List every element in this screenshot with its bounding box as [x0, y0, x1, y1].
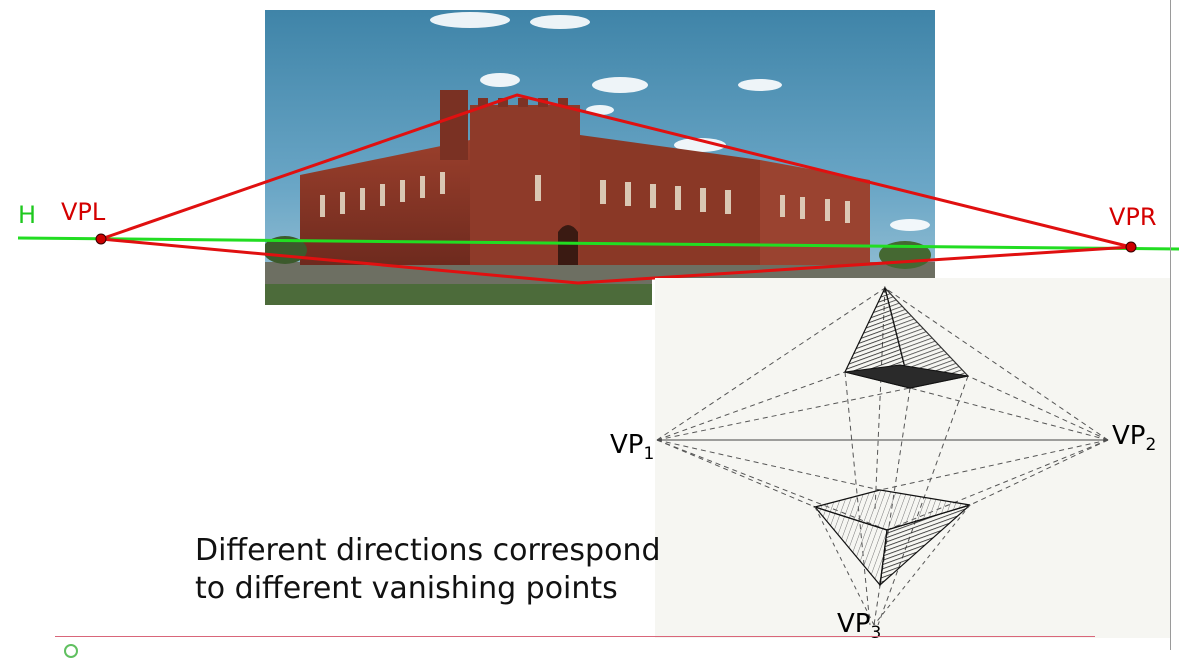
horizon-line [17, 236, 1179, 251]
vanishing-point-left [95, 233, 107, 245]
horizon-label: H [18, 201, 37, 229]
footer-logo-icon [64, 644, 78, 658]
right-border [1170, 0, 1171, 650]
vp2-label: VP2 [1112, 421, 1157, 455]
vanishing-point-left-label: VPL [61, 198, 106, 226]
caption-line-1: Different directions correspond [195, 533, 661, 568]
footer-rule [55, 636, 1095, 637]
vp1-label: VP1 [610, 430, 655, 464]
caption-line-2: to different vanishing points [195, 571, 618, 606]
perspective-sketch [655, 278, 1170, 638]
vp3-label: VP3 [837, 609, 882, 643]
slide-caption: Different directions correspond to diffe… [195, 532, 661, 608]
vanishing-point-right-label: VPR [1109, 203, 1157, 231]
vanishing-point-right [1125, 241, 1137, 253]
perspective-lines [100, 93, 1132, 285]
building-photo [265, 10, 935, 305]
